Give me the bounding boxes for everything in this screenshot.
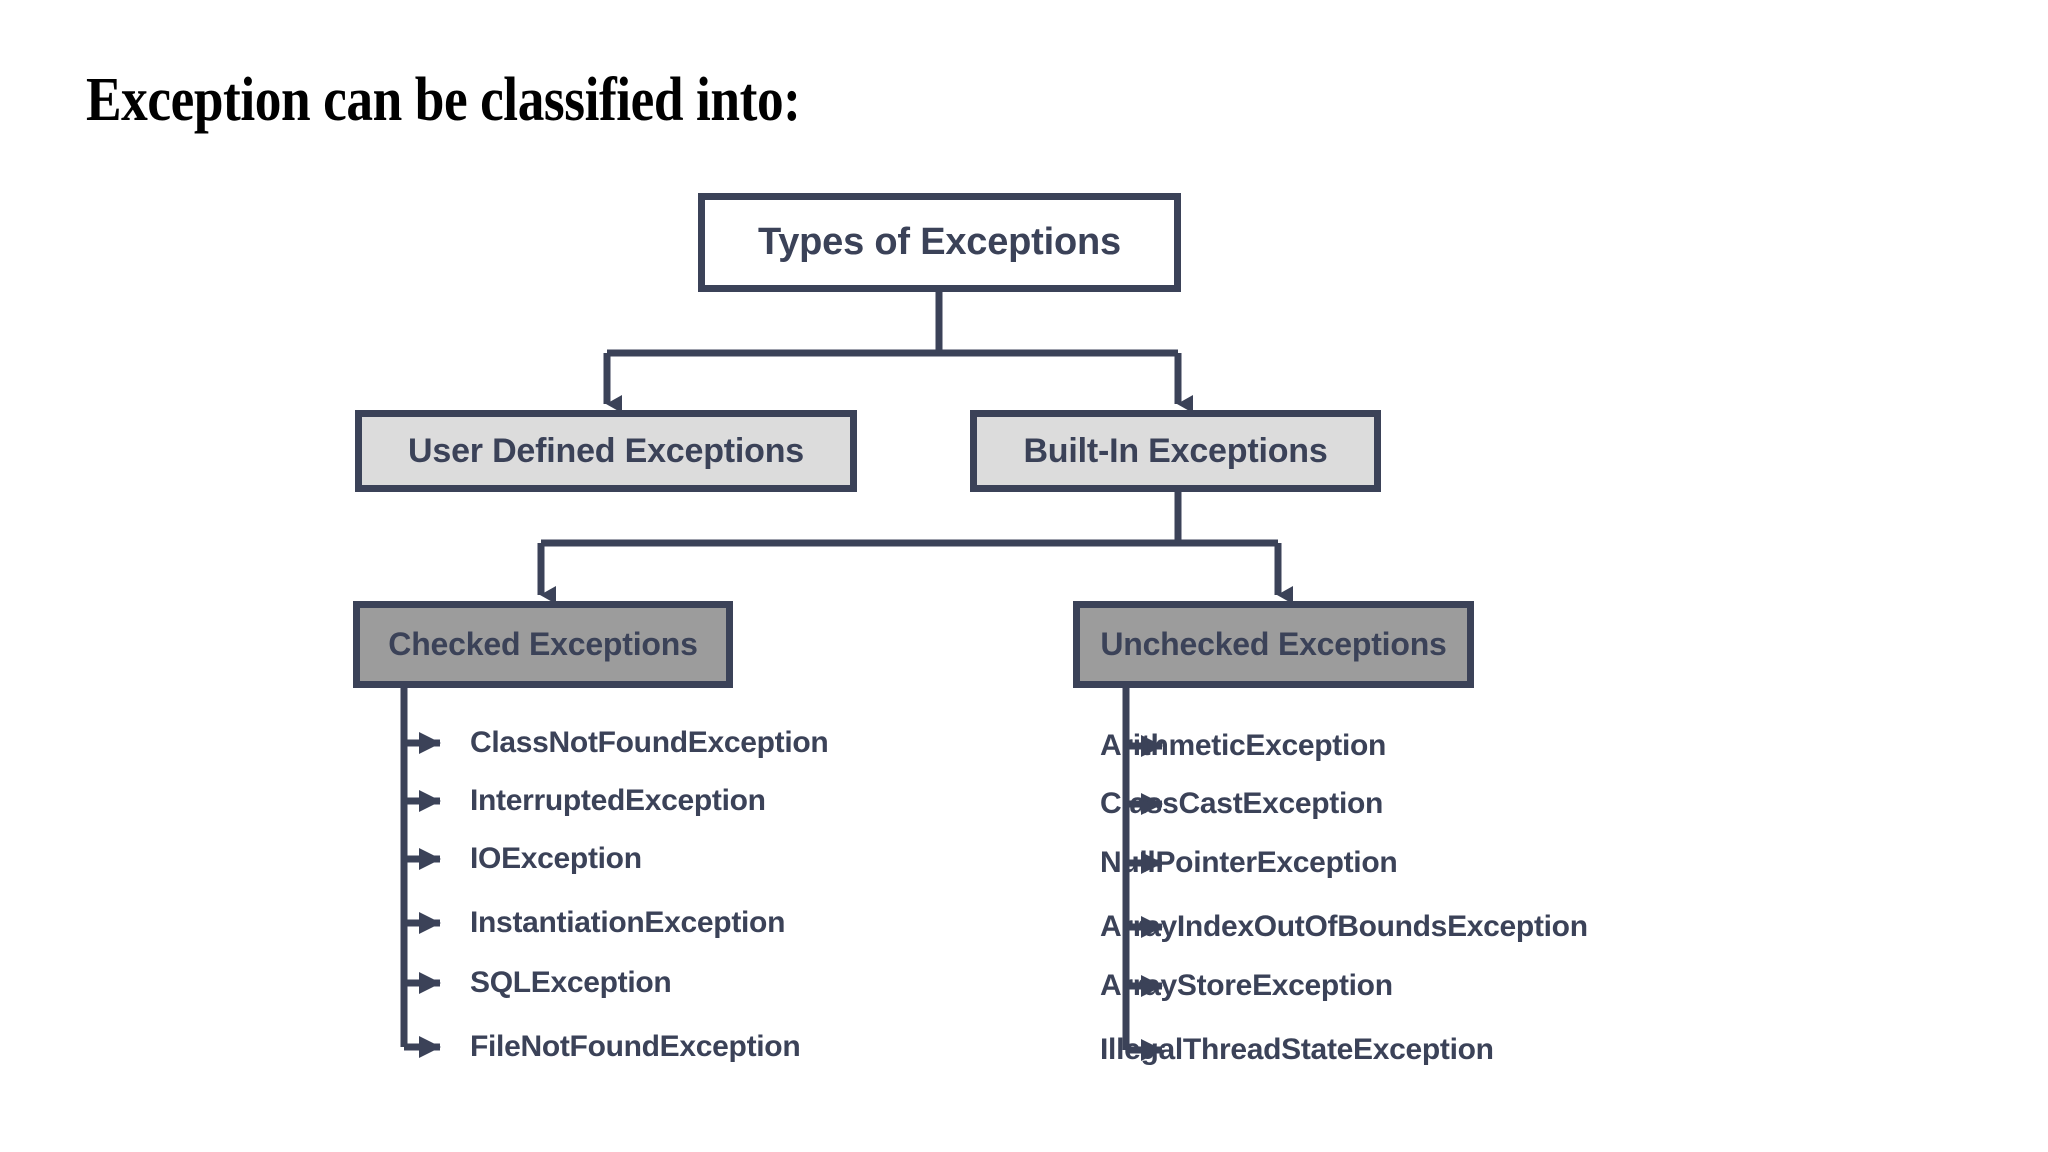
leaf-label-unchecked: ClassCastException <box>1100 787 1384 820</box>
leaf-label-checked: InstantiationException <box>470 906 786 939</box>
leaf-label-checked: FileNotFoundException <box>470 1030 801 1063</box>
node-label: User Defined Exceptions <box>408 431 804 470</box>
node-label: Checked Exceptions <box>388 626 698 662</box>
node-checked-exceptions[interactable]: Checked Exceptions <box>353 601 733 688</box>
connector-builtin-to-level3 <box>537 492 1293 604</box>
connector-unchecked-children <box>1122 688 1163 1061</box>
leaf-label-unchecked: ArithmeticException <box>1100 729 1387 762</box>
leaf-label-unchecked: NullPointerException <box>1100 846 1398 879</box>
leaf-label-unchecked: ArrayIndexOutOfBoundsException <box>1100 910 1588 943</box>
page-title: Exception can be classified into: <box>86 66 801 134</box>
node-label: Types of Exceptions <box>758 221 1121 263</box>
unchecked-leaf-list: ArithmeticException ClassCastException N… <box>1100 700 1645 1100</box>
leaf-label-unchecked: ArrayStoreException <box>1100 969 1393 1002</box>
leaf-label-unchecked: IllegalThreadStateException <box>1100 1033 1494 1066</box>
node-user-defined-exceptions[interactable]: User Defined Exceptions <box>355 410 857 492</box>
node-types-of-exceptions[interactable]: Types of Exceptions <box>698 193 1181 292</box>
leaf-label-checked: SQLException <box>470 966 672 999</box>
connector-checked-children <box>400 688 441 1058</box>
node-unchecked-exceptions[interactable]: Unchecked Exceptions <box>1073 601 1474 688</box>
node-built-in-exceptions[interactable]: Built-In Exceptions <box>970 410 1381 492</box>
connector-root-to-level2 <box>603 292 1193 413</box>
leaf-label-checked: InterruptedException <box>470 784 766 817</box>
node-label: Unchecked Exceptions <box>1100 626 1447 662</box>
leaf-label-checked: ClassNotFoundException <box>470 726 829 759</box>
node-label: Built-In Exceptions <box>1023 431 1328 470</box>
leaf-label-checked: IOException <box>470 842 642 875</box>
